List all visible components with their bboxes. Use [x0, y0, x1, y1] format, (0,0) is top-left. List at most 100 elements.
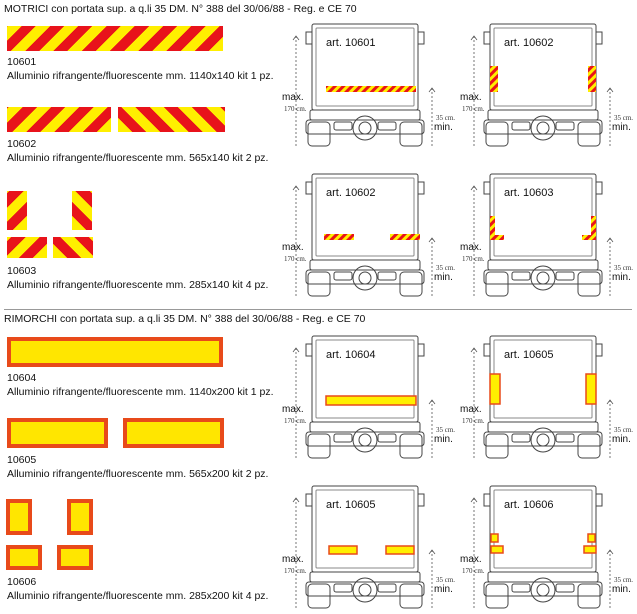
rear-plate-1: [490, 533, 499, 543]
max-value: 170 cm.: [462, 255, 485, 263]
rear-plate-4: [583, 545, 597, 554]
plate-10603-b: [72, 191, 92, 230]
plate-10603-a: [7, 191, 27, 230]
truck-article-label: art. 10602: [326, 187, 376, 199]
max-value: 170 cm.: [462, 417, 485, 425]
item-code: 10601: [7, 56, 37, 68]
truck-rear-drawing: art. 10603 max. 170 cm. 35 cm.min.: [460, 173, 633, 297]
rear-plate-2: [390, 234, 420, 240]
min-value: 35 cm.: [614, 264, 633, 272]
truck-rear-drawing: art. 10604 max. 170 cm. 35 cm.min.: [282, 335, 455, 459]
plate-10601: [7, 26, 223, 51]
truck-diagram-7: art. 10605 max. 170 cm. 35 cm.min.: [282, 476, 455, 614]
item-code: 10603: [7, 265, 37, 277]
max-label: max.: [282, 404, 304, 415]
max-label: max.: [460, 404, 482, 415]
rear-plate-1: [324, 234, 354, 240]
min-label: min.: [434, 434, 453, 445]
max-label: max.: [282, 92, 304, 103]
item-desc: Alluminio rifrangente/fluorescente mm. 1…: [7, 70, 274, 82]
min-label: min.: [612, 122, 631, 133]
plate-10603-c: [7, 237, 47, 258]
max-label: max.: [282, 554, 304, 565]
plate-10605-right: [123, 418, 224, 448]
min-label: min.: [612, 434, 631, 445]
plate-10606-b: [67, 499, 93, 535]
rear-plate-1: [325, 395, 417, 406]
max-value: 170 cm.: [284, 105, 307, 113]
section-divider: [4, 309, 632, 310]
max-value: 170 cm.: [284, 567, 307, 575]
min-label: min.: [434, 272, 453, 283]
max-value: 170 cm.: [284, 255, 307, 263]
max-label: max.: [460, 92, 482, 103]
truck-article-label: art. 10606: [504, 499, 554, 511]
truck-article-label: art. 10602: [504, 37, 554, 49]
item-code: 10605: [7, 454, 37, 466]
truck-rear-drawing: art. 10605 max. 170 cm. 35 cm.min.: [282, 485, 455, 609]
item-code: 10606: [7, 576, 37, 588]
truck-article-label: art. 10604: [326, 349, 376, 361]
truck-diagram-4: art. 10603 max. 170 cm. 35 cm.min.: [460, 164, 633, 302]
min-value: 35 cm.: [614, 114, 633, 122]
truck-rear-drawing: art. 10605 max. 170 cm. 35 cm.min.: [460, 335, 633, 459]
truck-diagram-3: art. 10602 max. 170 cm. 35 cm.min.: [282, 164, 455, 302]
rear-plate-2: [385, 545, 415, 555]
truck-diagram-2: art. 10602 max. 170 cm. 35 cm.min.: [460, 14, 633, 152]
truck-diagram-8: art. 10606 max. 170 cm. 35 cm.min.: [460, 476, 633, 614]
max-label: max.: [282, 242, 304, 253]
truck-article-label: art. 10603: [504, 187, 554, 199]
item-desc: Alluminio rifrangente/fluorescente mm. 2…: [7, 279, 269, 291]
plate-10606-c: [6, 545, 42, 570]
rear-plate-1: [490, 66, 498, 92]
rear-plate-2: [582, 216, 596, 240]
min-value: 35 cm.: [436, 264, 455, 272]
min-value: 35 cm.: [614, 576, 633, 584]
plate-10606-a: [6, 499, 32, 535]
truck-rear-drawing: art. 10602 max. 170 cm. 35 cm.min.: [282, 173, 455, 297]
rear-plate-1: [489, 373, 501, 405]
item-code: 10604: [7, 372, 37, 384]
rear-plate-1: [490, 216, 504, 240]
min-label: min.: [434, 584, 453, 595]
max-label: max.: [460, 554, 482, 565]
truck-rear-drawing: art. 10606 max. 170 cm. 35 cm.min.: [460, 485, 633, 609]
truck-article-label: art. 10605: [326, 499, 376, 511]
plate-10606-d: [57, 545, 93, 570]
truck-article-label: art. 10601: [326, 37, 376, 49]
rear-plate-1: [326, 86, 416, 92]
truck-diagram-5: art. 10604 max. 170 cm. 35 cm.min.: [282, 326, 455, 464]
rear-plate-2: [490, 545, 504, 554]
rear-plate-2: [588, 66, 596, 92]
item-code: 10602: [7, 138, 37, 150]
min-label: min.: [612, 584, 631, 595]
plate-10602-left: [7, 107, 111, 132]
item-desc: Alluminio rifrangente/fluorescente mm. 2…: [7, 590, 269, 602]
min-value: 35 cm.: [436, 114, 455, 122]
min-label: min.: [612, 272, 631, 283]
plate-10603-d: [53, 237, 93, 258]
plate-10605-left: [7, 418, 108, 448]
truck-rear-drawing: art. 10602 max. 170 cm. 35 cm.min.: [460, 23, 633, 147]
rear-plate-3: [587, 533, 596, 543]
max-value: 170 cm.: [462, 105, 485, 113]
min-value: 35 cm.: [614, 426, 633, 434]
rear-plate-1: [328, 545, 358, 555]
max-value: 170 cm.: [462, 567, 485, 575]
truck-diagram-6: art. 10605 max. 170 cm. 35 cm.min.: [460, 326, 633, 464]
item-desc: Alluminio rifrangente/fluorescente mm. 1…: [7, 386, 274, 398]
rear-plate-2: [585, 373, 597, 405]
max-value: 170 cm.: [284, 417, 307, 425]
max-label: max.: [460, 242, 482, 253]
item-desc: Alluminio rifrangente/fluorescente mm. 5…: [7, 152, 269, 164]
min-value: 35 cm.: [436, 426, 455, 434]
plate-10604: [7, 337, 223, 367]
section-title-rimorchi: RIMORCHI con portata sup. a q.li 35 DM. …: [4, 313, 366, 325]
plate-10602-right: [118, 107, 225, 132]
truck-article-label: art. 10605: [504, 349, 554, 361]
section-title-motrici: MOTRICI con portata sup. a q.li 35 DM. N…: [4, 3, 357, 15]
item-desc: Alluminio rifrangente/fluorescente mm. 5…: [7, 468, 269, 480]
min-value: 35 cm.: [436, 576, 455, 584]
